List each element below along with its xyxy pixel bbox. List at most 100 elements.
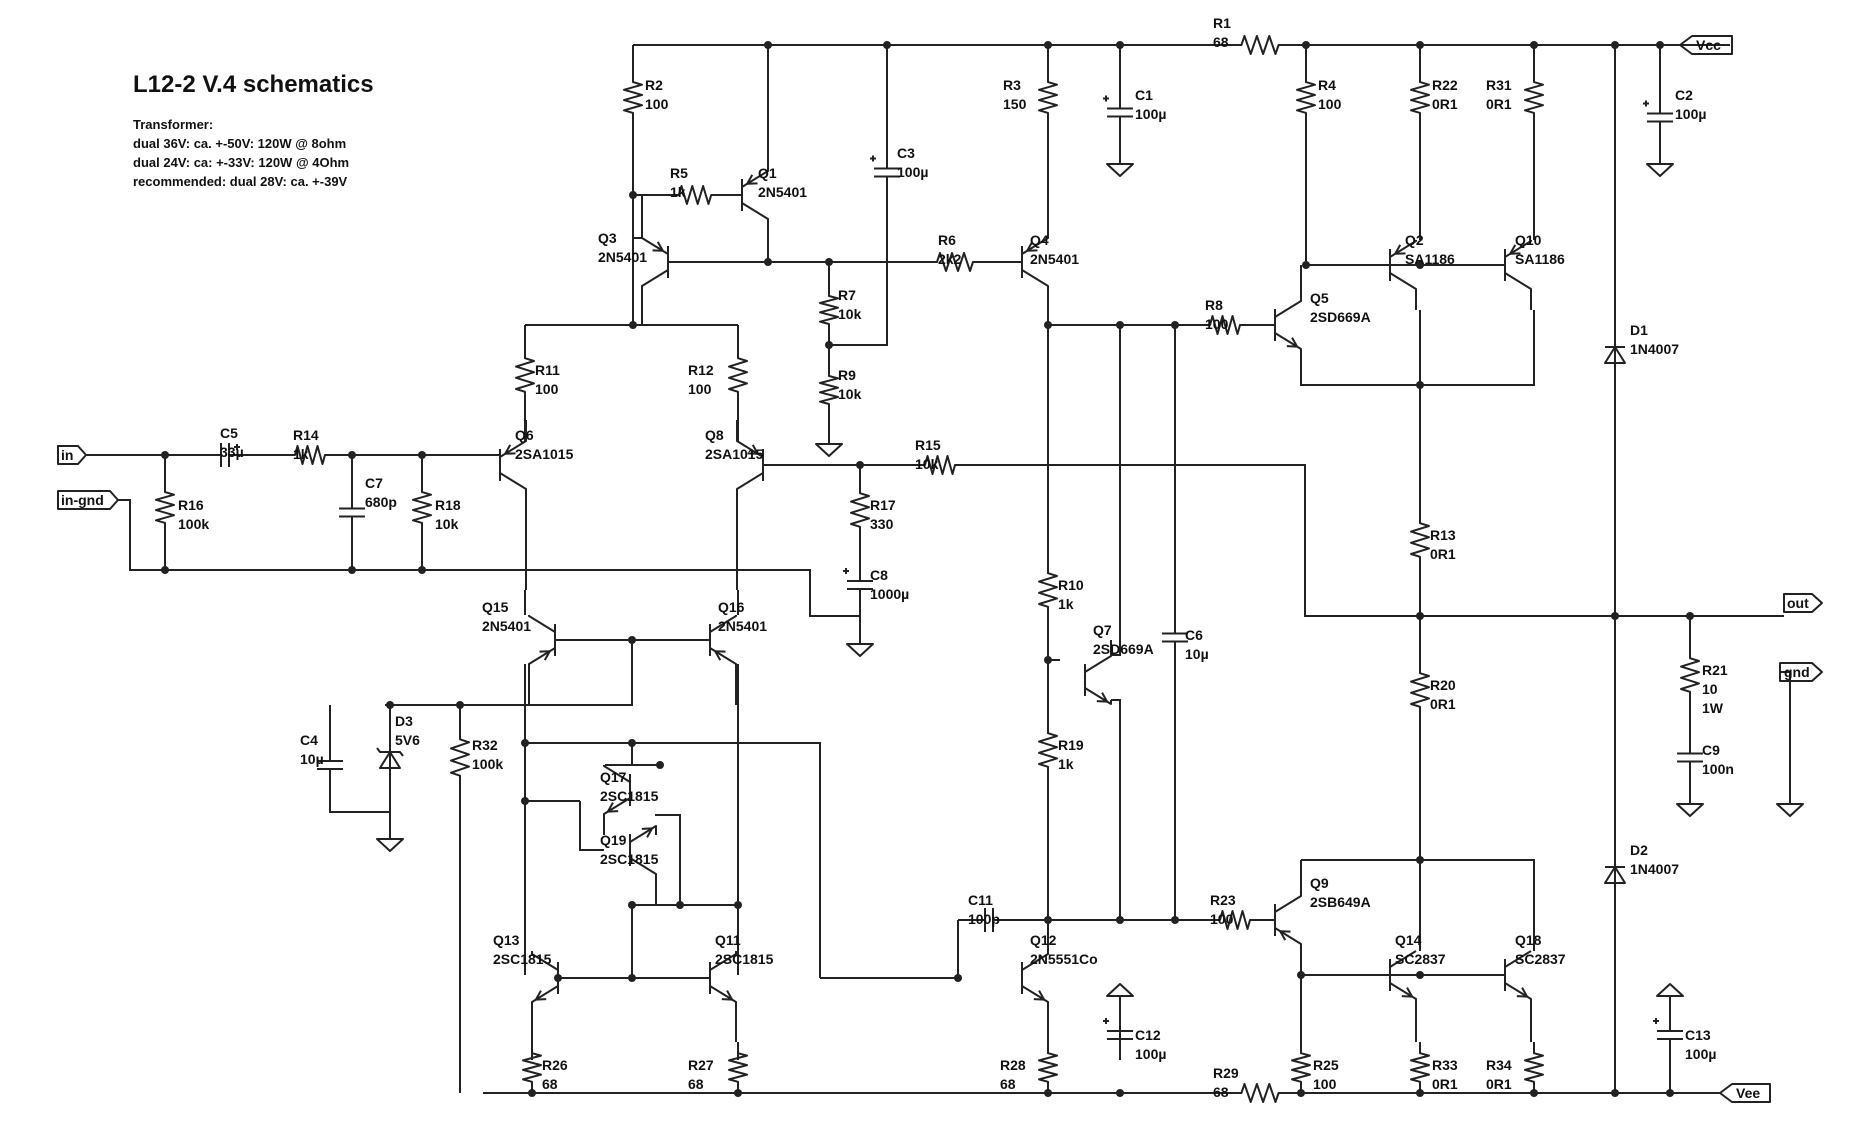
junction-dot [629,321,637,329]
r3-value-label: 150 [1003,96,1027,112]
junction-dot [1302,261,1310,269]
r12-value-label: 100 [688,381,712,397]
c5-value-label: 33µ [220,444,244,460]
r6-resistor [925,252,985,272]
r15-value-label: 10k [915,456,939,472]
c2-ground-symbol [1646,150,1674,177]
junction-dot [1416,381,1424,389]
r9-resistor [819,365,839,415]
r21-resistor [1680,645,1700,705]
wire [1111,325,1121,656]
vcc-port-label: Vcc [1696,37,1721,53]
junction-dot [825,258,833,266]
c13-value-label: 100µ [1685,1046,1716,1062]
transformer-note-4: recommended: dual 28V: ca. +-39V [133,174,348,189]
junction-dot [1416,1089,1424,1097]
r19-resistor [1038,720,1058,780]
r9-value-label: 10k [838,386,862,402]
r27-resistor [728,1042,748,1093]
r26-ref-label: R26 [542,1057,568,1073]
q3-value-label: 2N5401 [598,249,647,265]
d1-ref-label: D1 [1630,322,1648,338]
r23-resistor [1210,910,1260,930]
junction-dot [954,974,962,982]
r31-ref-label: R31 [1486,77,1512,93]
q5-value-label: 2SD669A [1310,309,1371,325]
q17-transistor [603,765,631,835]
q19-transistor [629,825,657,905]
r1-value-label: 68 [1213,34,1229,50]
r9-ref-label: R9 [838,367,856,383]
q7-value-label: 2SD669A [1093,641,1154,657]
r34-resistor [1524,1042,1544,1093]
junction-dot [418,451,426,459]
q15-transistor [528,615,556,705]
r29-resistor [1229,1083,1291,1103]
q4-transistor [1021,210,1049,325]
r17-ref-label: R17 [870,497,896,513]
r3-ref-label: R3 [1003,77,1021,93]
c1-ref-label: C1 [1135,87,1153,103]
r18-ref-label: R18 [435,497,461,513]
c8-ref-label: C8 [870,567,888,583]
in-gnd-port-label: in-gnd [61,492,104,508]
junction-dot [1302,41,1310,49]
c5-capacitor [205,443,245,467]
r2-ref-label: R2 [645,77,663,93]
q6-transistor [499,420,527,590]
r8-value-label: 100 [1205,316,1229,332]
junction-dot [628,901,636,909]
r12-resistor [728,345,748,405]
r27-ref-label: R27 [688,1057,714,1073]
junction-dot [734,1089,742,1097]
r28-value-label: 68 [1000,1076,1016,1092]
r34-ref-label: R34 [1486,1057,1512,1073]
junction-dot [1116,41,1124,49]
q16-transistor [709,615,737,705]
c12-ref-label: C12 [1135,1027,1161,1043]
q12-transistor [1021,920,1049,1042]
r17-resistor [850,480,870,540]
junction-dot [764,258,772,266]
r34-value-label: 0R1 [1486,1076,1512,1092]
junction-dot [1297,971,1305,979]
wires [86,44,1791,1094]
junction-dot [386,701,394,709]
r20-value-label: 0R1 [1430,696,1456,712]
q8-value-label: 2SA1015 [705,446,764,462]
c1-capacitor [1103,95,1133,130]
c8-value-label: 1000µ [870,586,909,602]
q2-transistor [1389,240,1417,310]
q4-value-label: 2N5401 [1030,251,1079,267]
junction-dot [629,191,637,199]
q15-ref-label: Q15 [482,599,509,615]
junction-dot [1530,1089,1538,1097]
junction-dot [1611,1089,1619,1097]
junction-dot [521,797,529,805]
vee-port-label: Vee [1736,1085,1760,1101]
q9-value-label: 2SB649A [1310,894,1371,910]
r11-value-label: 100 [535,381,559,397]
r16-ref-label: R16 [178,497,204,513]
r25-resistor [1291,1042,1311,1093]
junction-dot [456,701,464,709]
r8-ref-label: R8 [1205,297,1223,313]
q18-value-label: SC2837 [1515,951,1566,967]
r26-resistor [522,1042,542,1093]
r16-value-label: 100k [178,516,209,532]
r31-value-label: 0R1 [1486,96,1512,112]
r4-ref-label: R4 [1318,77,1336,93]
junction-dot [883,41,891,49]
junction-dot [1686,612,1694,620]
r5-resistor [668,185,722,205]
r33-value-label: 0R1 [1432,1076,1458,1092]
r4-resistor [1296,70,1316,125]
r4-value-label: 100 [1318,96,1342,112]
r2-resistor [623,70,643,125]
r33-resistor [1410,1042,1430,1093]
junction-dot [1416,612,1424,620]
schematic-title: L12-2 V.4 schematics [133,71,374,98]
r13-resistor [1410,510,1430,570]
vcc-port: Vcc [1679,35,1733,55]
